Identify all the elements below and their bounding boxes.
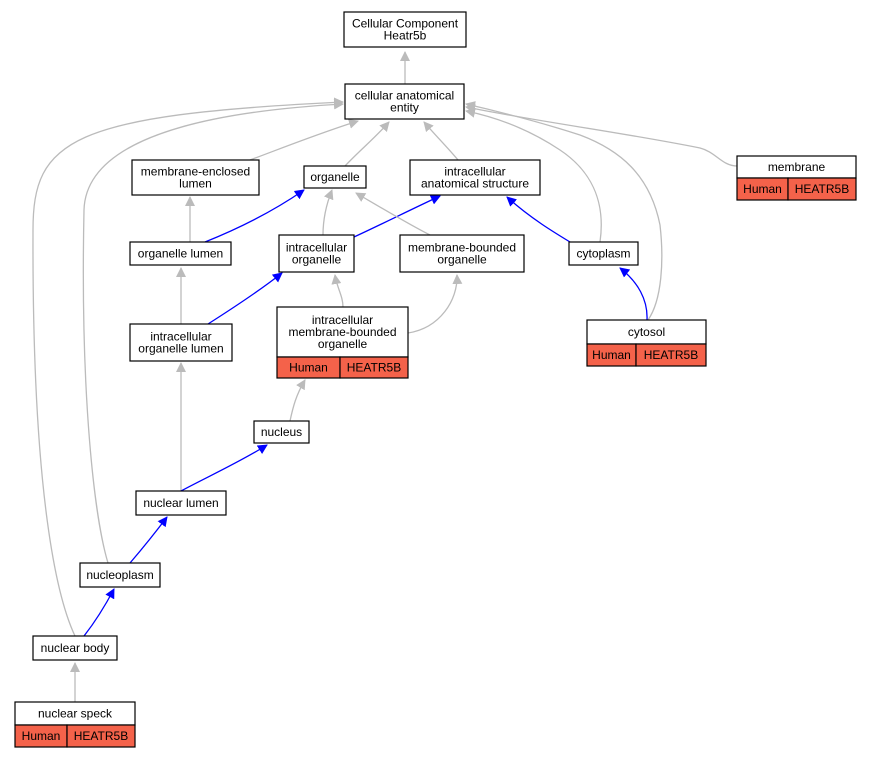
node-label-line: cytosol xyxy=(628,325,665,339)
node-nuclumen[interactable]: nuclear lumen xyxy=(135,490,227,516)
annotation-species-label: Human xyxy=(743,182,782,196)
node-label-line: cytoplasm xyxy=(576,247,630,261)
edge-imbo-to-intorg xyxy=(331,274,344,308)
edge-orglumen-to-organelle xyxy=(204,189,305,243)
edge-nucleoplasm-to-nuclumen xyxy=(129,516,168,564)
node-box xyxy=(253,420,310,444)
node-orglumen[interactable]: organelle lumen xyxy=(129,241,232,266)
node-label-line: Heatr5b xyxy=(384,29,427,43)
node-nucleoplasm[interactable]: nucleoplasm xyxy=(79,562,161,588)
node-label-line: organelle lumen xyxy=(138,342,223,356)
annotation-species-label: Human xyxy=(592,348,631,362)
node-label-line: intracellular xyxy=(286,241,347,255)
node-organelle[interactable]: organelle xyxy=(303,165,367,189)
node-box xyxy=(276,306,409,358)
annotation-gene-label: HEATR5B xyxy=(347,361,401,375)
annotation-gene-cell xyxy=(66,724,136,748)
node-box xyxy=(32,635,118,661)
edge-imbo-to-mbo xyxy=(407,274,463,334)
edge-cytoplasm-to-ias xyxy=(506,196,576,246)
annotation-gene-cell xyxy=(339,356,409,379)
edge-nucbody-to-cae xyxy=(32,97,344,637)
edge-nucleus-to-imbo xyxy=(289,379,306,422)
node-box xyxy=(409,159,541,196)
annotation-gene-label: HEATR5B xyxy=(74,729,128,743)
node-label-line: nuclear lumen xyxy=(143,496,218,510)
node-box xyxy=(135,490,227,516)
node-box xyxy=(278,234,355,273)
node-box xyxy=(303,165,367,189)
edge-cytosol-to-cytoplasm xyxy=(619,267,648,321)
node-label-line: Cellular Component xyxy=(352,17,459,31)
node-box xyxy=(129,241,232,266)
edge-membrane-to-cae xyxy=(465,103,738,167)
node-label-line: anatomical structure xyxy=(421,177,529,191)
node-box xyxy=(568,241,639,266)
node-label-line: lumen xyxy=(179,177,212,191)
node-label-line: membrane-bounded xyxy=(288,325,396,339)
node-cytoplasm[interactable]: cytoplasm xyxy=(568,241,639,266)
node-box xyxy=(344,83,465,120)
edge-mbo-to-organelle xyxy=(355,192,431,236)
node-box xyxy=(131,159,260,196)
node-label-line: intracellular xyxy=(150,330,211,344)
edge-intorg-to-ias xyxy=(353,195,441,238)
node-label-line: membrane-enclosed xyxy=(141,165,250,179)
edge-organelle-to-cae xyxy=(344,121,390,167)
edge-nuclumen-to-nucleus xyxy=(180,444,268,492)
node-box xyxy=(399,234,525,273)
node-nucleus[interactable]: nucleus xyxy=(253,420,310,444)
edge-cytosol-to-cae xyxy=(465,101,663,321)
node-imbo[interactable]: intracellularmembrane-boundedorganelleHu… xyxy=(276,306,409,379)
node-box xyxy=(586,319,707,345)
node-label-line: organelle lumen xyxy=(138,247,223,261)
node-box xyxy=(129,323,233,362)
node-label-line: membrane xyxy=(768,160,826,174)
annotation-gene-label: HEATR5B xyxy=(644,348,698,362)
edge-mel-to-cae xyxy=(249,118,359,161)
node-label-line: membrane-bounded xyxy=(408,241,516,255)
node-box xyxy=(79,562,161,588)
node-label-line: intracellular xyxy=(312,313,373,327)
node-label-line: nucleoplasm xyxy=(86,568,153,582)
node-label-line: organelle xyxy=(292,253,342,267)
annotation-gene-cell xyxy=(635,343,707,367)
node-label-line: entity xyxy=(390,101,419,115)
node-box xyxy=(343,11,467,48)
node-label-line: nuclear body xyxy=(41,641,110,655)
node-label-line: intracellular xyxy=(444,165,505,179)
node-label-line: nuclear speck xyxy=(38,707,113,721)
edge-intorg-to-organelle xyxy=(322,189,334,236)
node-label-line: organelle xyxy=(310,170,360,184)
node-label-line: organelle xyxy=(318,337,368,351)
edge-nucbody-to-nucleoplasm xyxy=(83,588,115,637)
edge-iol-to-intorg xyxy=(207,272,283,325)
annotation-species-label: Human xyxy=(22,729,61,743)
node-label-line: cellular anatomical xyxy=(355,89,454,103)
annotation-gene-cell xyxy=(787,177,857,201)
annotation-gene-label: HEATR5B xyxy=(795,182,849,196)
edge-nucleoplasm-to-cae xyxy=(82,99,344,564)
edge-ias-to-cae xyxy=(423,121,459,161)
node-label-line: nucleus xyxy=(261,425,302,439)
annotation-species-label: Human xyxy=(289,361,328,375)
node-nucbody[interactable]: nuclear body xyxy=(32,635,118,661)
edge-cytoplasm-to-cae xyxy=(465,107,602,243)
edges-layer xyxy=(32,51,738,702)
node-label-line: organelle xyxy=(437,253,487,267)
